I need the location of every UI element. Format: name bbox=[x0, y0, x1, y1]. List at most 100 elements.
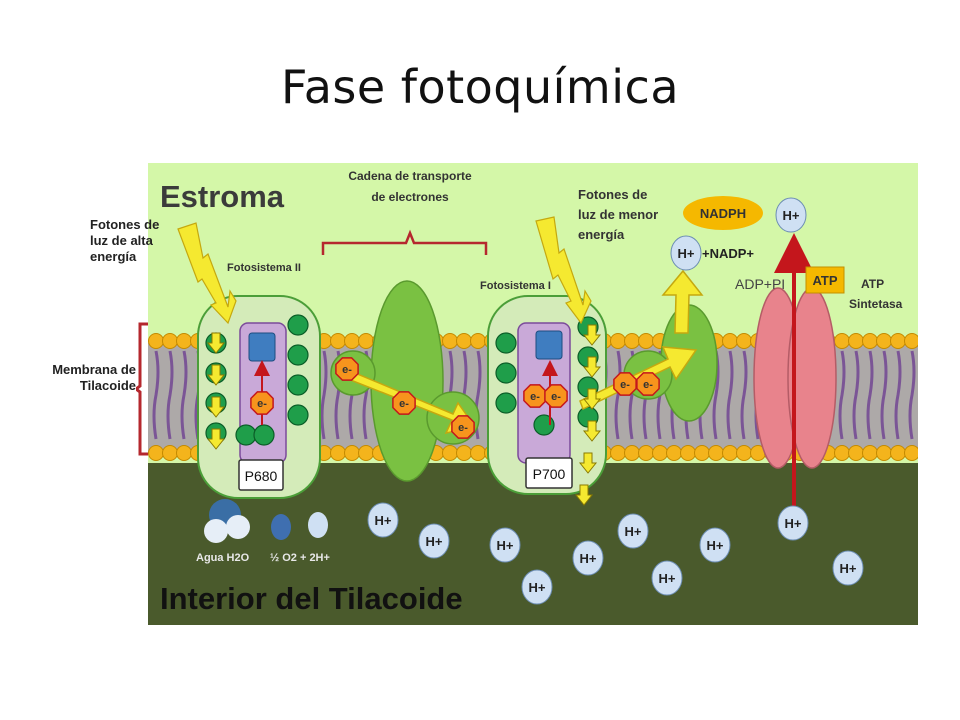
lipid-head bbox=[456, 445, 472, 461]
proton-shape bbox=[832, 550, 864, 586]
electron-label: e- bbox=[620, 379, 630, 391]
electron-shape bbox=[636, 372, 660, 396]
lipid-head bbox=[694, 445, 710, 461]
low-energy-photons-line1: Fotones de bbox=[578, 187, 647, 202]
proton-icon: H+ bbox=[489, 527, 521, 563]
lipid-head bbox=[890, 445, 906, 461]
nadp-plus-label: +NADP+ bbox=[702, 246, 754, 261]
proton-label: H+ bbox=[785, 516, 802, 531]
photosystem-down-arrows bbox=[206, 324, 602, 506]
proton-label: H+ bbox=[625, 524, 642, 539]
chlorophyll-circle bbox=[287, 314, 309, 336]
chlorophyll-circle bbox=[287, 374, 309, 396]
electrons-group: e-e-e-e-e-e-e-e- bbox=[250, 357, 660, 439]
proton-icon: H+ bbox=[775, 197, 807, 233]
lipid-head bbox=[834, 445, 850, 461]
electron-icon: e- bbox=[544, 384, 568, 408]
proton-icon: H+ bbox=[367, 502, 399, 538]
lipid-tail bbox=[320, 350, 328, 440]
lipid-tail bbox=[880, 350, 888, 440]
lipid-tail bbox=[726, 350, 734, 440]
down-arrow-icon bbox=[206, 364, 226, 386]
lipid-head bbox=[344, 333, 360, 349]
atp-label: ATP bbox=[812, 273, 837, 288]
lipid-head bbox=[904, 333, 918, 349]
proton-label: H+ bbox=[497, 538, 514, 553]
chlorophyll-circle bbox=[495, 392, 517, 414]
electron-shape bbox=[613, 372, 637, 396]
low-energy-photons-line3: energía bbox=[578, 227, 625, 242]
lipid-head bbox=[358, 333, 374, 349]
lipid-head bbox=[876, 333, 892, 349]
lipid-head bbox=[162, 445, 178, 461]
lipid-head bbox=[722, 333, 738, 349]
proton-shape bbox=[572, 540, 604, 576]
down-arrow-icon bbox=[574, 484, 594, 506]
lipid-head bbox=[736, 445, 752, 461]
transport-chain-label-line2: de electrones bbox=[371, 190, 449, 204]
lipid-head bbox=[890, 333, 906, 349]
photon-lightning-high-energy bbox=[177, 222, 237, 325]
lipid-head bbox=[680, 445, 696, 461]
lipid-head bbox=[862, 445, 878, 461]
photosystem-1-label: Fotosistema I bbox=[480, 280, 551, 292]
down-arrow-icon bbox=[582, 388, 602, 410]
electron-shape bbox=[544, 384, 568, 408]
lipid-head bbox=[624, 333, 640, 349]
electron-icon: e- bbox=[335, 357, 359, 381]
lipid-head bbox=[652, 445, 668, 461]
atp-badge: ATP bbox=[805, 266, 845, 294]
proton-icon: H+ bbox=[521, 569, 553, 605]
electron-label: e- bbox=[342, 364, 352, 376]
membrane-label-line1: Membrana de bbox=[52, 362, 136, 377]
proton-shape bbox=[489, 527, 521, 563]
chlorophyll-circle bbox=[287, 404, 309, 426]
electron-shape bbox=[451, 415, 475, 439]
electron-shape bbox=[250, 391, 274, 415]
electron-shape bbox=[392, 391, 416, 415]
chlorophyll-circle bbox=[253, 424, 275, 446]
proton-shape bbox=[699, 527, 731, 563]
down-arrow-icon bbox=[206, 428, 226, 450]
water-molecule-icon bbox=[204, 499, 250, 543]
lipid-tail bbox=[166, 350, 174, 440]
lipid-tail bbox=[838, 350, 846, 440]
diagram-canvas: Estroma Interior del Tilacoide Cadena de… bbox=[148, 163, 918, 625]
lipid-head bbox=[358, 445, 374, 461]
proton-icon: H+ bbox=[777, 505, 809, 541]
chlorophyll-circle bbox=[495, 332, 517, 354]
lipid-tail bbox=[894, 350, 902, 440]
down-arrow-icon bbox=[578, 452, 598, 474]
electron-shape bbox=[523, 384, 547, 408]
proton-shape bbox=[775, 197, 807, 233]
high-energy-photons-line2: luz de alta bbox=[90, 233, 153, 248]
p700-label: P700 bbox=[533, 466, 566, 482]
lipid-head bbox=[330, 333, 346, 349]
high-energy-photons-line1: Fotones de bbox=[90, 217, 160, 232]
down-arrow-icon bbox=[582, 324, 602, 346]
down-arrow-icon bbox=[206, 332, 226, 354]
lipid-head bbox=[862, 333, 878, 349]
electron-label: e- bbox=[530, 391, 540, 403]
lipid-tail bbox=[852, 350, 860, 440]
lipid-head bbox=[470, 445, 486, 461]
proton-shape bbox=[367, 502, 399, 538]
membrane-label: Membrana de Tilacoide bbox=[40, 362, 136, 394]
proton-shape bbox=[418, 523, 450, 559]
interior-label: Interior del Tilacoide bbox=[160, 581, 463, 616]
lipid-head bbox=[848, 445, 864, 461]
lipid-head bbox=[344, 445, 360, 461]
lipid-head bbox=[624, 445, 640, 461]
proton-label: H+ bbox=[678, 246, 695, 261]
transport-chain-label-line1: Cadena de transporte bbox=[348, 169, 472, 183]
lipid-head bbox=[876, 445, 892, 461]
lipid-head bbox=[848, 333, 864, 349]
low-energy-photons-line2: luz de menor bbox=[578, 207, 658, 222]
electron-icon: e- bbox=[636, 372, 660, 396]
lipid-tail bbox=[866, 350, 874, 440]
electron-label: e- bbox=[257, 398, 267, 410]
electron-icon: e- bbox=[523, 384, 547, 408]
electron-icon: e- bbox=[250, 391, 274, 415]
down-arrow-icon bbox=[582, 420, 602, 442]
slide-title: Fase fotoquímica bbox=[280, 60, 680, 114]
